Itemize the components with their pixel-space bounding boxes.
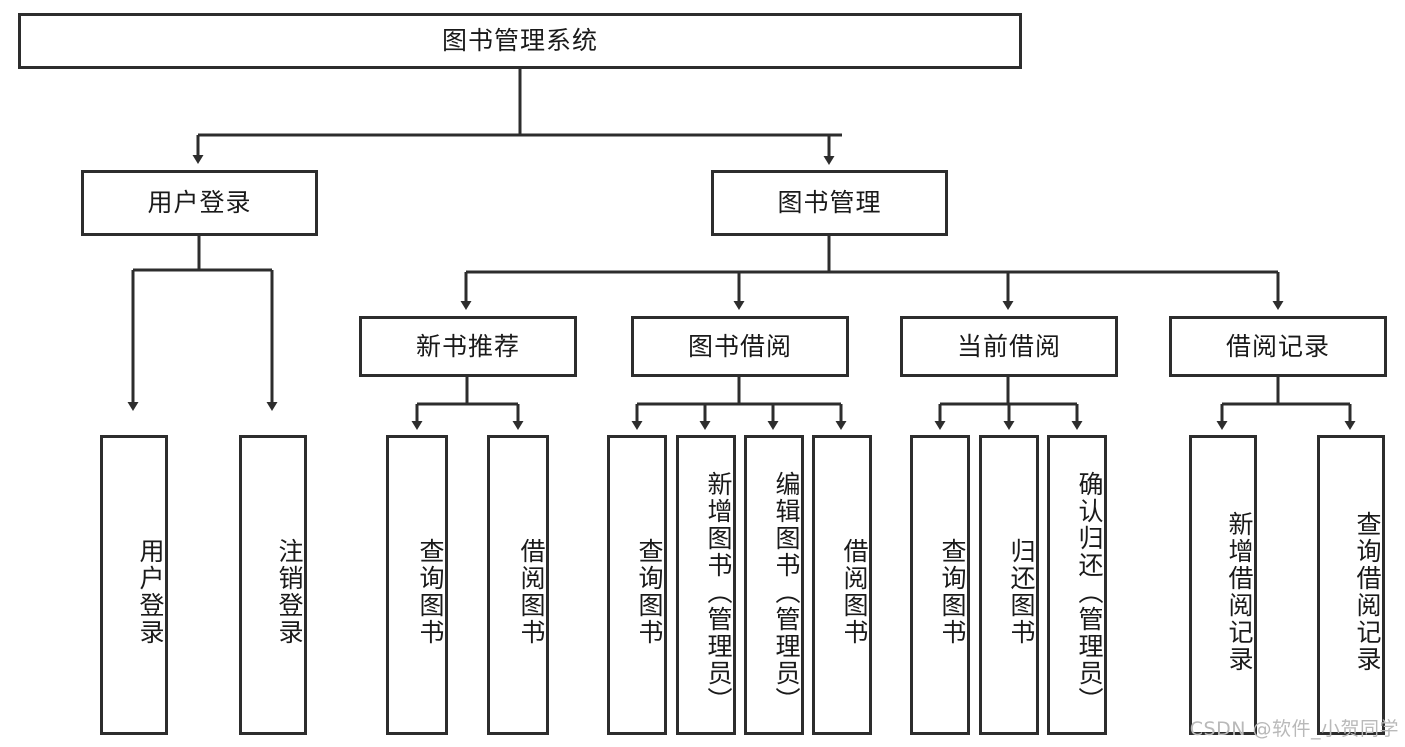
node-new-book-recommend-label: 新书推荐 <box>415 331 520 361</box>
node-leaf-user-login-label: 用户登录 <box>136 538 165 646</box>
node-leaf-edit-book[interactable]: 编辑图书（管理员） <box>744 435 804 735</box>
node-root[interactable]: 图书管理系统 <box>18 13 1022 69</box>
node-leaf-return-book-label: 归还图书 <box>1007 538 1036 646</box>
node-borrow-record-label: 借阅记录 <box>1225 331 1330 361</box>
node-leaf-confirm-return[interactable]: 确认归还（管理员） <box>1047 435 1107 735</box>
node-new-book-recommend[interactable]: 新书推荐 <box>359 316 577 377</box>
node-root-label: 图书管理系统 <box>441 26 598 56</box>
node-leaf-add-book-label: 新增图书（管理员） <box>704 470 733 714</box>
node-current-borrow[interactable]: 当前借阅 <box>900 316 1118 377</box>
node-leaf-query-book-2-label: 查询图书 <box>635 538 664 646</box>
node-leaf-user-logout[interactable]: 注销登录 <box>239 435 307 735</box>
node-book-borrow[interactable]: 图书借阅 <box>631 316 849 377</box>
node-leaf-edit-book-label: 编辑图书（管理员） <box>772 470 801 714</box>
node-leaf-borrow-book-1[interactable]: 借阅图书 <box>487 435 549 735</box>
node-leaf-add-book[interactable]: 新增图书（管理员） <box>676 435 736 735</box>
node-leaf-borrow-book-1-label: 借阅图书 <box>517 538 546 646</box>
node-leaf-query-book-2[interactable]: 查询图书 <box>607 435 667 735</box>
node-leaf-query-record[interactable]: 查询借阅记录 <box>1317 435 1385 735</box>
node-leaf-add-record-label: 新增借阅记录 <box>1225 511 1254 673</box>
node-leaf-return-book[interactable]: 归还图书 <box>979 435 1039 735</box>
node-book-manage-label: 图书管理 <box>777 188 882 218</box>
node-leaf-user-login[interactable]: 用户登录 <box>100 435 168 735</box>
node-user-login-label: 用户登录 <box>147 188 252 218</box>
node-leaf-query-book-1-label: 查询图书 <box>416 538 445 646</box>
node-leaf-query-book-1[interactable]: 查询图书 <box>386 435 448 735</box>
watermark-text: CSDN @软件_小贺同学 <box>1189 718 1399 740</box>
node-leaf-add-record[interactable]: 新增借阅记录 <box>1189 435 1257 735</box>
node-borrow-record[interactable]: 借阅记录 <box>1169 316 1387 377</box>
node-leaf-borrow-book-2-label: 借阅图书 <box>840 538 869 646</box>
node-book-borrow-label: 图书借阅 <box>687 331 792 361</box>
node-leaf-query-book-3-label: 查询图书 <box>938 538 967 646</box>
node-leaf-query-record-label: 查询借阅记录 <box>1353 511 1382 673</box>
node-user-login[interactable]: 用户登录 <box>81 170 318 236</box>
node-book-manage[interactable]: 图书管理 <box>711 170 948 236</box>
node-current-borrow-label: 当前借阅 <box>956 331 1061 361</box>
node-leaf-user-logout-label: 注销登录 <box>275 538 304 646</box>
node-leaf-confirm-return-label: 确认归还（管理员） <box>1075 470 1104 714</box>
node-leaf-query-book-3[interactable]: 查询图书 <box>910 435 970 735</box>
node-leaf-borrow-book-2[interactable]: 借阅图书 <box>812 435 872 735</box>
